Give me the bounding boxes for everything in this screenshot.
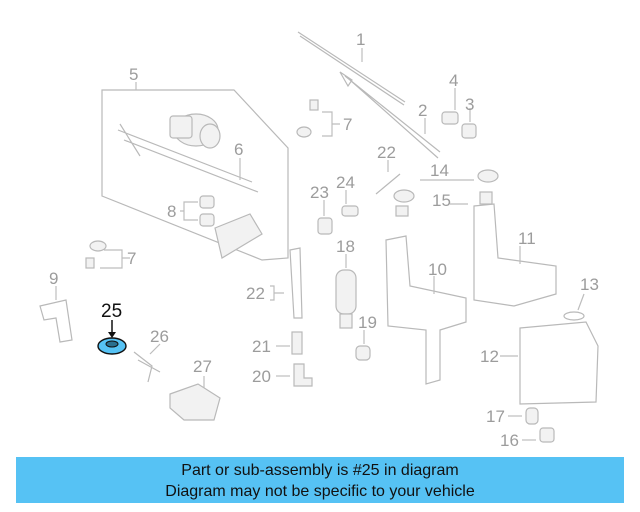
part-tank: 12 <box>480 321 599 405</box>
callout-14: 14 <box>430 161 449 180</box>
part-cap-nut: 4 3 <box>441 71 477 139</box>
callout-6: 6 <box>234 140 243 159</box>
callout-11: 11 <box>518 229 536 248</box>
part-wiper-linkage: 5 6 <box>101 65 289 261</box>
callout-3: 3 <box>465 95 474 114</box>
callout-23: 23 <box>310 183 329 202</box>
part-pump-bracket: 27 <box>169 357 221 421</box>
callout-27: 27 <box>193 357 212 376</box>
callout-15: 15 <box>432 191 451 210</box>
callout-7b: 7 <box>127 249 136 268</box>
part-wiper-blade: 1 <box>297 30 406 106</box>
callout-13: 13 <box>580 275 599 294</box>
callout-22b: 22 <box>246 284 265 303</box>
callout-19: 19 <box>358 313 377 332</box>
callout-4: 4 <box>449 71 458 90</box>
callout-8: 8 <box>167 202 176 221</box>
part-connector: 26 <box>133 327 169 383</box>
part-hoses: 22 21 20 23 24 22 <box>246 143 401 387</box>
parts-diagram: 1 2 4 3 5 6 7 7 <box>39 30 599 450</box>
callout-5: 5 <box>129 65 138 84</box>
callout-25: 25 <box>101 301 122 322</box>
callout-20: 20 <box>252 367 271 386</box>
part-pump-motor: 18 19 <box>335 237 377 361</box>
callout-16: 16 <box>500 431 519 450</box>
callout-10: 10 <box>428 260 447 279</box>
info-banner: Part or sub-assembly is #25 in diagram D… <box>16 457 624 503</box>
callout-22a: 22 <box>377 143 396 162</box>
callout-7a: 7 <box>343 115 352 134</box>
callout-2: 2 <box>418 101 427 120</box>
part-bolt-grommet: 7 7 <box>85 99 352 269</box>
part-bracket: 9 <box>39 269 73 343</box>
callout-26: 26 <box>150 327 169 346</box>
banner-line-2: Diagram may not be specific to your vehi… <box>165 483 475 500</box>
callout-9: 9 <box>49 269 58 288</box>
callout-1: 1 <box>356 30 365 49</box>
part-reservoir-tank: 11 <box>473 203 557 307</box>
part-reservoir: 10 <box>385 235 467 385</box>
banner-line-1: Part or sub-assembly is #25 in diagram <box>181 462 459 479</box>
callout-24: 24 <box>336 173 355 192</box>
part-seal-ring: 13 <box>563 275 599 321</box>
callout-17: 17 <box>486 407 505 426</box>
part-25-highlighted: 25 <box>97 301 127 355</box>
part-bushing: 8 <box>167 195 215 227</box>
callout-12: 12 <box>480 347 499 366</box>
part-plugs: 17 16 <box>486 407 555 450</box>
callout-21: 21 <box>252 337 271 356</box>
callout-18: 18 <box>336 237 355 256</box>
part-wiper-arm: 2 <box>339 71 441 159</box>
part-filler-caps: 14 15 <box>393 161 499 217</box>
